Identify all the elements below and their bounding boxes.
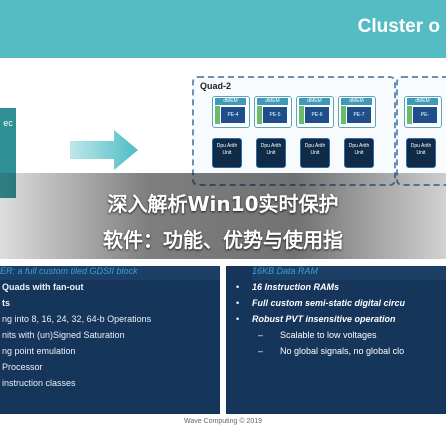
pe-mem: dMEM [257,98,288,105]
pe-side [341,106,346,124]
left-panel [0,266,220,414]
left-item: instruction classes [2,378,76,388]
banner-title-line-2: 软件：功能、优势与使用指 [103,228,343,252]
pe-side [257,106,262,124]
pe-core: PE-5 [263,107,287,123]
slide-header [0,0,446,58]
dash-icon: – [258,346,264,356]
banner-title-line-1: 深入解析Win10实时保护 [107,192,339,216]
pe-cell: dMEM PE-7 [338,96,376,128]
quad-box-partial [396,76,446,186]
pe-mem: dMEM [299,98,330,105]
right-item: Full custom semi-static digital circu [252,298,406,308]
pe-mem: dMEM [407,98,438,105]
pe-cell: dMEM PE- [404,96,442,128]
pe-mem: dMEM [215,98,246,105]
left-item: ng into 8, 16, 24, 32, 64-b Operations [2,314,152,324]
bullet-icon: • [236,298,240,308]
pe-cell: dMEM PE-4 [212,96,250,128]
left-item: nits with (un)Signed Saturation [2,330,125,340]
right-item: Robust PVT insensitive operation [252,314,396,324]
dpu-cell: Dpu Arith Unit [300,138,330,168]
left-item: ng point emulation [2,346,76,356]
arrow-right-icon [70,130,138,170]
left-item: ts [2,298,11,308]
left-strip-label: ec [3,118,13,128]
pe-cell: dMEM PE-5 [254,96,292,128]
right-panel [226,266,446,414]
quad-label: Quad-2 [200,81,232,91]
pe-side [215,106,220,124]
pe-core: PE-7 [347,107,371,123]
pe-core: PE-4 [221,107,245,123]
pe-cell: dMEM PE-6 [296,96,334,128]
slide-footer: Wave Computing © 2019 [183,418,263,425]
dpu-cell: Dpu Arith Unit [406,138,436,168]
dpu-cell: Dpu Arith Unit [212,138,242,168]
dash-icon: – [258,330,264,340]
bullet-icon: • [236,314,240,324]
right-panel-header: 16KB Data RAM [252,266,446,280]
pe-core: PE-6 [305,107,329,123]
left-item: Processor [2,362,43,372]
bullet-icon: • [236,282,240,292]
slide-title: Cluster o [357,16,440,37]
pe-mem: dMEM [341,98,372,105]
pe-side [407,106,412,124]
title-banner [0,173,446,259]
left-panel-header: ER: a full custom tiled GDSII block [0,266,220,280]
right-item: 16 Instruction RAMs [252,282,340,292]
quad-box [192,76,396,186]
pe-core: PE- [413,107,437,123]
dpu-cell: Dpu Arith Unit [256,138,286,168]
dpu-cell: Dpu Arith Unit [344,138,374,168]
pe-side [299,106,304,124]
right-subitem: No global signals, no global clo [280,346,405,356]
left-item: Quads with fan-out [2,282,84,292]
right-subitem: Scalable to low voltages [280,330,377,340]
